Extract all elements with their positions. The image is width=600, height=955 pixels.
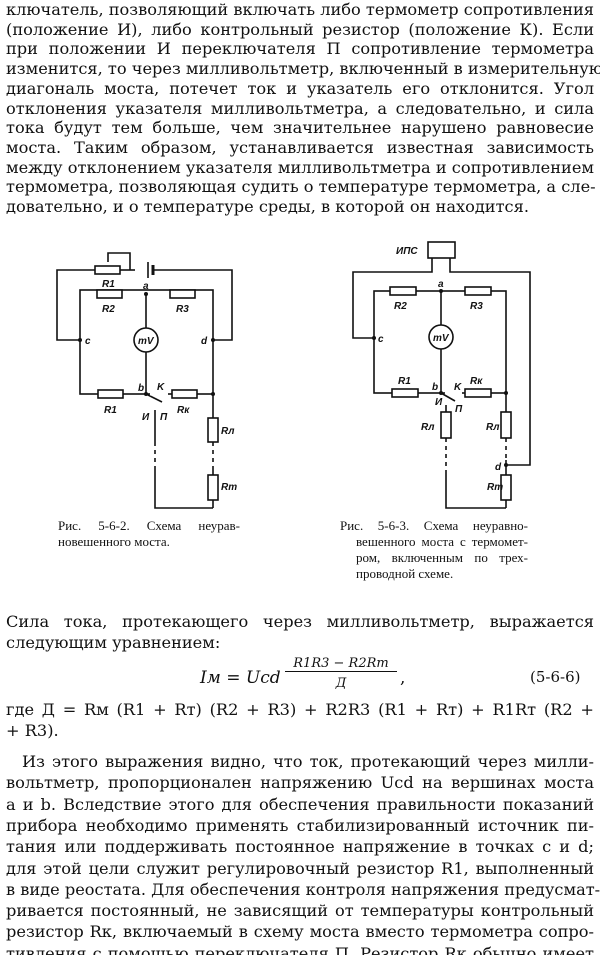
figure-unbalanced-bridge: R1 R2 R3 a c d mV b K R1 Rк И П Rл Rт: [56, 241, 531, 509]
label: d: [495, 462, 502, 473]
text-line: тока будут тем больше, чем значительнее …: [6, 118, 594, 138]
label: b: [432, 382, 438, 393]
text-line: где Д = Rм (R1 + Rт) (R2 + R3) + R2R3 (R…: [6, 700, 594, 719]
caption-line: вешенного моста с термомет-: [356, 534, 528, 549]
equation-number: (5-6-6): [530, 668, 581, 686]
label: Rл: [486, 422, 500, 433]
label: b: [138, 383, 144, 394]
label: a: [143, 281, 149, 292]
label: Rк: [177, 405, 190, 416]
text-line: резистор Rк, включаемый в схему моста вм…: [6, 922, 594, 942]
text-line: (положение И), либо контрольный резистор…: [6, 19, 594, 39]
text-line: ключатель, позволяющий включать либо тер…: [6, 0, 595, 19]
caption-line: проводной схеме.: [356, 566, 454, 581]
text-line: изменится, то через милливольтметр, вклю…: [6, 59, 600, 79]
label: R3: [176, 304, 189, 315]
label: R1: [398, 376, 411, 387]
label: mV: [138, 336, 155, 347]
figure-caption-left: Рис. 5-6-2. Схема неурав- новешенного мо…: [58, 518, 240, 550]
label: d: [201, 336, 208, 347]
label: R1: [102, 279, 115, 290]
text-line: + R3).: [6, 721, 59, 740]
text-line: следующим уравнением:: [6, 633, 221, 652]
label: Rт: [221, 482, 237, 493]
label: R1: [104, 405, 117, 416]
text-line: термометра, позволяющая судить о темпера…: [6, 177, 596, 197]
label: Rк: [470, 376, 483, 387]
text-line: ривается постоянный, не зависящий от тем…: [6, 901, 594, 921]
label: c: [378, 334, 384, 345]
text-line: отклонения указателя милливольтметра, а …: [6, 98, 594, 118]
equation-lhs: Iм = Ucd: [200, 668, 281, 688]
label: И: [142, 412, 150, 423]
text-line: Из этого выражения видно, что ток, проте…: [22, 752, 594, 771]
label: a: [438, 279, 444, 290]
text-line: при положении И переключателя П сопротив…: [6, 39, 594, 59]
text-line: вольтметр, пропорционален напряжению Ucd…: [6, 773, 594, 793]
text-line: тивления с помощью переключателя П. Рези…: [6, 943, 594, 955]
label: И: [435, 397, 443, 408]
caption-line: Рис. 5-6-2. Схема неурав-: [58, 518, 240, 533]
label: ИПС: [396, 246, 418, 257]
text-line: между отклонением указателя милливольтме…: [6, 157, 594, 177]
equation-numerator: R1R3 − R2Rт: [285, 656, 397, 672]
label: K: [454, 382, 462, 393]
equation-denominator: Д: [335, 676, 347, 691]
text-line: тания или поддерживать постоянное напряж…: [6, 837, 594, 857]
label: K: [157, 382, 165, 393]
text-line: диагональ моста, потечет ток и указатель…: [6, 78, 594, 98]
caption-line: ром, включенным по трех-: [356, 550, 528, 565]
label: П: [455, 404, 463, 415]
text-line: довательно, и о температуре среды, в кот…: [6, 197, 529, 216]
text-line: моста. Таким образом, устанавливается из…: [6, 137, 594, 157]
figure-caption-right: Рис. 5-6-3. Схема неуравно- вешенного мо…: [340, 518, 528, 582]
text-line: для этой цели служит регулировочный рези…: [6, 858, 594, 878]
text-line: в виде реостата. Для обеспечения контрол…: [6, 879, 600, 899]
label: Rт: [487, 482, 503, 493]
label: П: [160, 412, 168, 423]
label: R3: [470, 301, 483, 312]
caption-line: Рис. 5-6-3. Схема неуравно-: [340, 518, 528, 533]
text-line: прибора необходимо применять стабилизиро…: [6, 815, 594, 835]
circuit-right: ИПС R2 R3 a c mV R1 Rк b K И П Rл Rл d R…: [352, 241, 531, 509]
label: c: [85, 336, 91, 347]
label: R2: [102, 304, 115, 315]
label: Rл: [421, 422, 435, 433]
equation-comma: ,: [400, 668, 406, 688]
text-line: Сила тока, протекающего через милливольт…: [6, 612, 594, 631]
label: R2: [394, 301, 407, 312]
label: Rл: [221, 426, 235, 437]
text-line: a и b. Вследствие этого для обеспечения …: [6, 794, 594, 814]
circuit-left: R1 R2 R3 a c d mV b K R1 Rк И П Rл Rт: [56, 252, 237, 509]
caption-line: новешенного моста.: [58, 534, 170, 549]
label: mV: [433, 333, 450, 344]
